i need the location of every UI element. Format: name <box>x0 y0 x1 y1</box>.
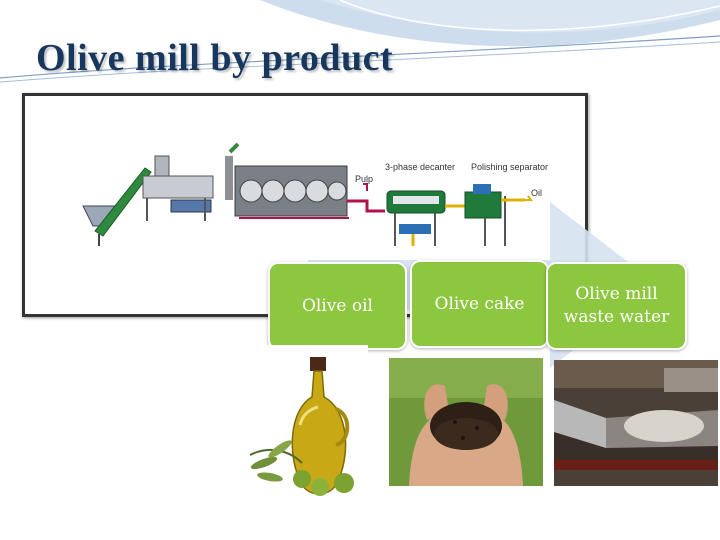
waste-water-pipe-image <box>554 360 718 486</box>
hopper-conveyor-icon <box>82 167 152 246</box>
decanter-label: 3-phase decanter <box>385 162 455 172</box>
header-wave-decoration <box>0 0 720 83</box>
washer-crusher-icon <box>142 142 240 221</box>
product-box-olive-cake: Olive cake <box>410 260 549 348</box>
product-label: Olive mill waste water <box>563 284 670 327</box>
malaxer-tanks-icon <box>234 165 349 219</box>
slide-title: Olive mill by product <box>36 37 394 79</box>
separator-label: Polishing separator <box>471 162 548 172</box>
olive-cake-hands-image <box>389 358 543 486</box>
oil-label: Oil <box>531 188 542 198</box>
product-box-olive-oil: Olive oil <box>268 262 407 350</box>
decanter-icon <box>386 190 446 246</box>
product-box-waste-water: Olive mill waste water <box>546 262 687 350</box>
polishing-separator-icon <box>445 184 533 246</box>
product-label: Olive oil <box>302 295 373 316</box>
olive-oil-jug-image <box>240 345 368 510</box>
product-label: Olive cake <box>434 293 525 314</box>
pulp-label: Pulp <box>355 174 373 184</box>
